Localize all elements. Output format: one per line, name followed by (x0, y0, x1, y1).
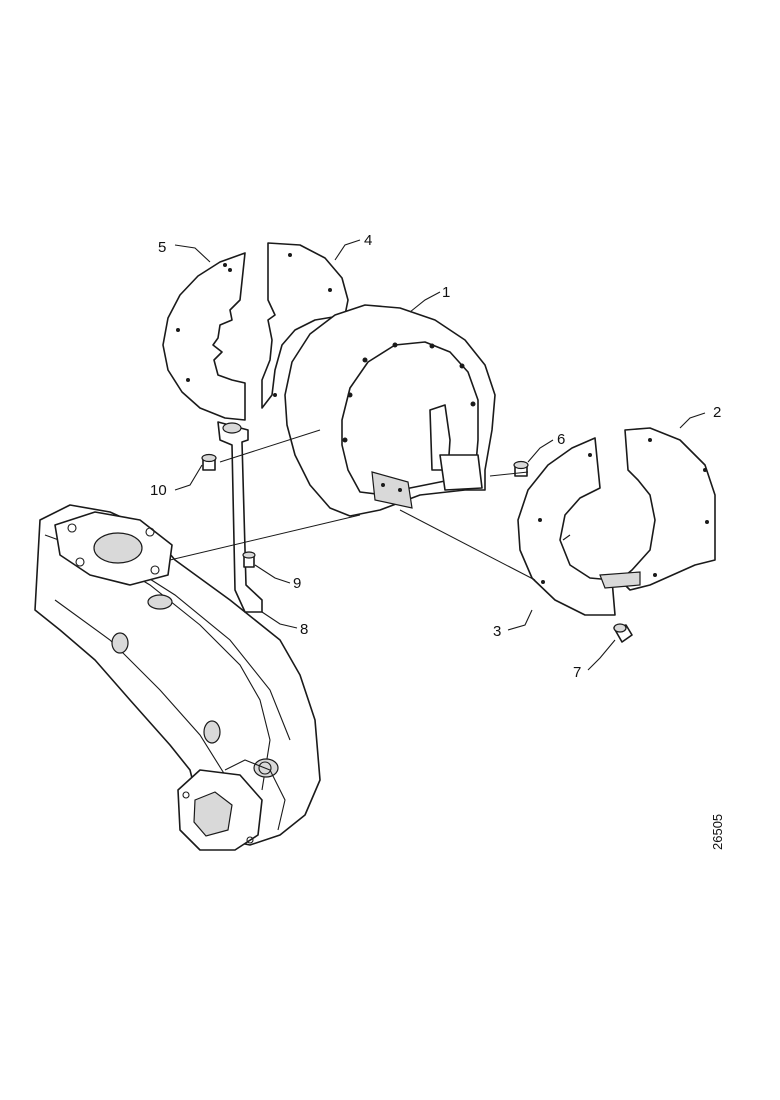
callout-2: 2 (713, 404, 721, 421)
callout-1: 1 (442, 284, 450, 301)
part-1-housing (284, 304, 496, 517)
callout-4: 4 (364, 232, 372, 249)
assembly-guide-lines (169, 429, 536, 581)
callout-5: 5 (158, 239, 166, 256)
callout-3: 3 (493, 623, 501, 640)
part-8-bracket (217, 421, 263, 613)
callout-6: 6 (557, 431, 565, 448)
callout-leaders (174, 239, 706, 671)
part-4-shield-half (261, 242, 349, 409)
figure-reference-number: 26505 (710, 814, 725, 850)
part-3-shield-half (517, 437, 616, 616)
part-5-shield-half (162, 252, 246, 421)
part-9-bolt (242, 551, 256, 568)
part-10-bolt (201, 453, 217, 471)
exhaust-manifold (34, 504, 321, 851)
part-6-bolt (513, 460, 529, 477)
callout-10: 10 (150, 482, 167, 499)
part-7-bolt (613, 623, 633, 643)
callout-8: 8 (300, 621, 308, 638)
part-2-shield-half (599, 427, 716, 591)
callout-9: 9 (293, 575, 301, 592)
callout-7: 7 (573, 664, 581, 681)
